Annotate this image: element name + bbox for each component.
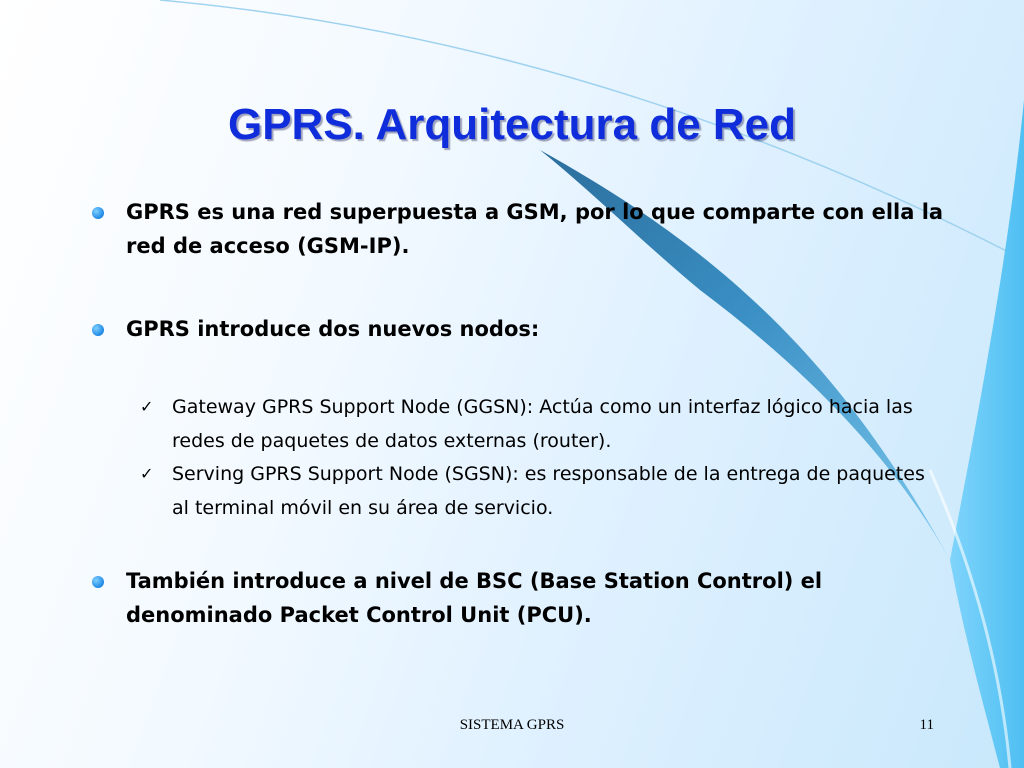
- bullet-dot-icon: [92, 207, 104, 219]
- right-band: [950, 100, 1024, 768]
- bullet-text: También introduce a nivel de BSC (Base S…: [126, 569, 823, 627]
- bullet-dot-icon: [92, 576, 104, 588]
- slide-title: GPRS. Arquitectura de Red: [227, 100, 797, 149]
- bullet-text: GPRS es una red superpuesta a GSM, por l…: [126, 200, 944, 258]
- checkmark-icon: ✓: [140, 397, 154, 416]
- checkmark-icon: ✓: [140, 464, 154, 483]
- inner-curve: [928, 469, 1012, 768]
- bullet-item: GPRS introduce dos nuevos nodos:: [92, 312, 946, 346]
- sub-item-text: Gateway GPRS Support Node (GGSN): Actúa …: [172, 396, 913, 452]
- bullet-text: GPRS introduce dos nuevos nodos:: [126, 317, 540, 341]
- page-number: 11: [919, 717, 934, 733]
- sub-item: ✓ Gateway GPRS Support Node (GGSN): Actú…: [140, 390, 942, 458]
- sub-item-text: Serving GPRS Support Node (SGSN): es res…: [172, 463, 925, 519]
- top-arc-line: [159, 0, 1024, 261]
- bullet-item: GPRS es una red superpuesta a GSM, por l…: [92, 195, 946, 263]
- footer-title: SISTEMA GPRS: [459, 717, 565, 733]
- bullet-dot-icon: [92, 324, 104, 336]
- bullet-item: También introduce a nivel de BSC (Base S…: [92, 564, 946, 632]
- sub-item: ✓ Serving GPRS Support Node (SGSN): es r…: [140, 457, 942, 525]
